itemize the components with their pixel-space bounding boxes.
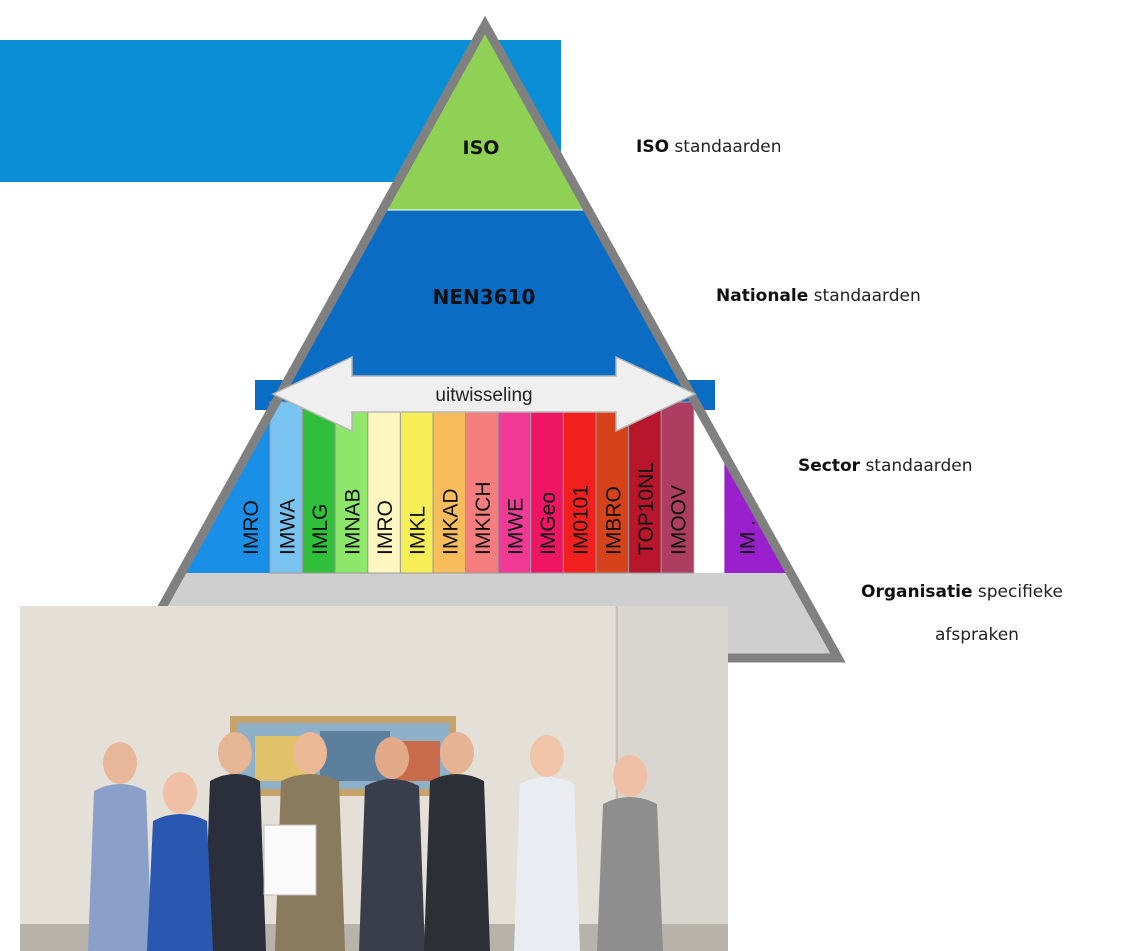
sector-label: IMKL [407,506,430,555]
person-head [375,737,409,779]
person-head [103,742,137,784]
level-nationale: Nationale standaarden [716,286,921,306]
person-body [597,797,663,951]
person-body [359,779,425,951]
sector-label: IMLG [309,504,332,555]
person-body [514,777,580,951]
sector-bar-imro [367,401,401,574]
sector-bar-imkich [465,401,499,574]
level-iso-bold: ISO [636,137,670,157]
level-organisatie-bold: Organisatie [861,582,973,602]
person-body [88,784,152,951]
level-nationale-bold: Nationale [716,286,809,306]
sector-label: IMKICH [472,482,495,556]
level-organisatie: Organisatie specifieke [861,582,1063,602]
level-sector-bold: Sector [798,456,861,476]
arrow-label: uitwisseling [435,385,532,406]
sector-bar-imnab [334,401,369,574]
sector-bar-imbro [595,401,630,574]
sector-label: TOP10NL [635,462,658,555]
person-head [163,772,197,814]
group-photo-illustration [20,606,728,951]
level-sector: Sector standaarden [798,456,973,476]
sector-bar-imoov [660,401,695,574]
uitwisseling-arrow [271,355,697,433]
sector-label: IMOOV [668,485,691,555]
person-head [530,735,564,777]
sector-label: IMWE [505,498,528,555]
person-body [204,774,266,951]
person-head [613,755,647,797]
sector-label: IMBRO [602,486,625,555]
sector-label: IMRO [374,500,397,555]
sector-bar-im0101 [562,401,597,574]
sector-label: IMRO [240,500,263,555]
person-body [424,774,490,951]
person-head [218,732,252,774]
level-organisatie-line2: afspraken [935,625,1019,645]
level-iso: ISO standaarden [636,137,782,157]
person-body [147,814,213,951]
level-organisatie-rest: specifieke [972,582,1063,602]
person-head [440,732,474,774]
sector-label: IMNAB [342,488,365,555]
iso-label: ISO [463,137,500,159]
nen3610-label: NEN3610 [433,285,536,309]
level-nationale-rest: standaarden [808,286,921,306]
sector-bar-fill-right [724,402,838,573]
level-iso-rest: standaarden [669,137,782,157]
sector-bar-imlg [302,401,336,574]
sector-bar-imwa [269,401,304,574]
certificate [263,824,317,896]
person-head [293,732,327,774]
sector-bar-top10nl [628,401,662,574]
sector-label: IMWA [276,499,299,555]
sector-label: IMGeo [537,492,560,555]
level-sector-rest: standaarden [860,456,973,476]
group-photo [20,606,728,951]
sector-label: IMKAD [439,488,462,555]
sector-label: IM0101 [570,485,593,555]
